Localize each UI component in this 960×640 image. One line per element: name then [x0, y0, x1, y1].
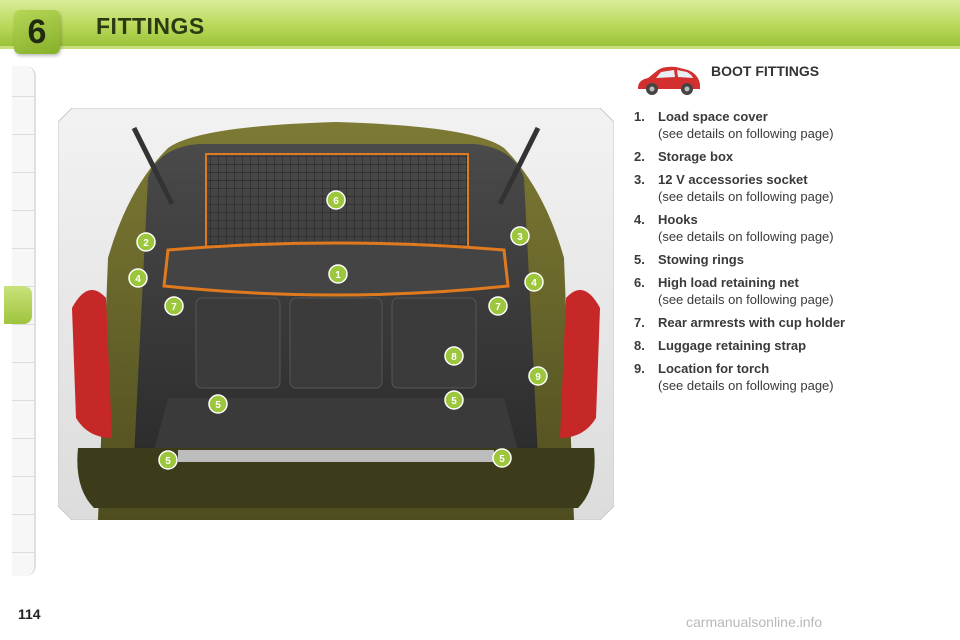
list-item: 8.Luggage retaining strap — [634, 338, 807, 353]
section-title: BOOT FITTINGS — [711, 63, 820, 79]
active-chapter-tab[interactable] — [4, 286, 32, 324]
chapter-number: 6 — [27, 13, 47, 51]
page-number: 114 — [18, 606, 41, 622]
callout-markers: 1 2 3 4 4 5 5 5 5 6 7 7 8 9 — [128, 190, 548, 470]
callout-5-b: 5 — [451, 396, 457, 407]
boot-illustration: 1 2 3 4 4 5 5 5 5 6 7 7 8 9 — [58, 108, 614, 520]
callout-6: 6 — [333, 196, 339, 207]
car-icon — [638, 66, 700, 95]
list-item: 5.Stowing rings — [634, 252, 744, 267]
callout-1: 1 — [335, 270, 341, 281]
list-item: 4.Hooks (see details on following page) — [634, 212, 834, 244]
chapter-title: FITTINGS — [96, 13, 205, 39]
callout-7-right: 7 — [495, 302, 501, 313]
chapter-badge — [14, 10, 60, 54]
header-rule — [0, 46, 960, 49]
list-item: 9.Location for torch (see details on fol… — [634, 361, 834, 393]
callout-5-c: 5 — [165, 456, 171, 467]
list-item: 7.Rear armrests with cup holder — [634, 315, 846, 330]
callout-8: 8 — [451, 352, 457, 363]
list-item: 3.12 V accessories socket (see details o… — [634, 172, 834, 204]
watermark: carmanualsonline.info — [686, 614, 823, 630]
callout-2: 2 — [143, 238, 149, 249]
list-item: 6.High load retaining net (see details o… — [634, 275, 834, 307]
callout-5-d: 5 — [499, 454, 505, 465]
callout-9: 9 — [535, 372, 541, 383]
list-item: 1.Load space cover (see details on follo… — [634, 109, 834, 141]
chapter-header — [0, 0, 960, 46]
callout-3: 3 — [517, 232, 523, 243]
callout-5-a: 5 — [215, 400, 221, 411]
callout-4-left: 4 — [135, 274, 141, 285]
list-item: 2.Storage box — [634, 149, 734, 164]
callout-7-left: 7 — [171, 302, 177, 313]
boot-fittings-list: 1.Load space cover (see details on follo… — [634, 108, 934, 400]
callout-4-right: 4 — [531, 278, 537, 289]
